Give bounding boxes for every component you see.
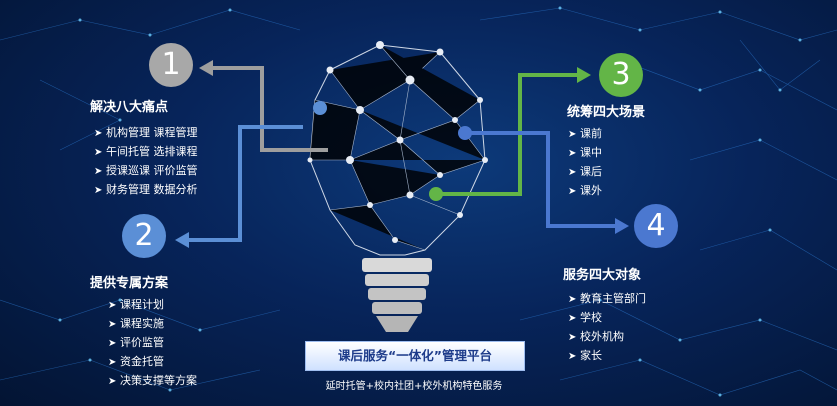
node-light-blue bbox=[313, 101, 327, 115]
chevron-right-icon: ➤ bbox=[94, 185, 103, 196]
list-item: ➤校外机构 bbox=[568, 327, 646, 346]
list-item: ➤午间托管 选排课程 bbox=[94, 142, 198, 161]
number-badge-4: 4 bbox=[634, 204, 678, 248]
section-title-scenarios: 统筹四大场景 bbox=[567, 105, 646, 120]
solutions-list: ➤课程计划 ➤课程实施 ➤评价监管 ➤资金托管 ➤决策支撑等方案 bbox=[108, 295, 197, 390]
list-item: ➤财务管理 数据分析 bbox=[94, 180, 198, 199]
chevron-right-icon: ➤ bbox=[568, 351, 577, 362]
list-item: ➤资金托管 bbox=[108, 352, 197, 371]
number-badge-3: 3 bbox=[599, 53, 643, 97]
connector-arrows bbox=[175, 60, 629, 248]
chevron-right-icon: ➤ bbox=[94, 128, 103, 139]
list-item: ➤课后 bbox=[568, 162, 602, 181]
section-title-pain-points: 解决八大痛点 bbox=[90, 100, 169, 115]
chevron-right-icon: ➤ bbox=[568, 332, 577, 343]
list-item: ➤课程实施 bbox=[108, 314, 197, 333]
pain-points-list: ➤机构管理 课程管理 ➤午间托管 选排课程 ➤授课巡课 评价监管 ➤财务管理 数… bbox=[94, 123, 198, 199]
chevron-right-icon: ➤ bbox=[94, 166, 103, 177]
chevron-right-icon: ➤ bbox=[108, 357, 117, 368]
section-title-audiences: 服务四大对象 bbox=[563, 268, 642, 283]
list-item: ➤评价监管 bbox=[108, 333, 197, 352]
list-item: ➤课外 bbox=[568, 181, 602, 200]
chevron-right-icon: ➤ bbox=[568, 186, 577, 197]
list-item: ➤机构管理 课程管理 bbox=[94, 123, 198, 142]
audiences-list: ➤教育主管部门 ➤学校 ➤校外机构 ➤家长 bbox=[568, 289, 646, 365]
chevron-right-icon: ➤ bbox=[108, 319, 117, 330]
list-item: ➤教育主管部门 bbox=[568, 289, 646, 308]
number-badge-1: 1 bbox=[149, 43, 193, 87]
chevron-right-icon: ➤ bbox=[108, 338, 117, 349]
number-badge-2: 2 bbox=[122, 214, 166, 258]
list-item: ➤授课巡课 评价监管 bbox=[94, 161, 198, 180]
chevron-right-icon: ➤ bbox=[568, 313, 577, 324]
platform-title-banner: 课后服务“一体化”管理平台 bbox=[305, 341, 525, 371]
chevron-right-icon: ➤ bbox=[94, 147, 103, 158]
platform-subtitle: 延时托管+校内社团+校外机构特色服务 bbox=[325, 381, 503, 392]
list-item: ➤家长 bbox=[568, 346, 646, 365]
list-item: ➤课前 bbox=[568, 124, 602, 143]
scenarios-list: ➤课前 ➤课中 ➤课后 ➤课外 bbox=[568, 124, 602, 200]
list-item: ➤课中 bbox=[568, 143, 602, 162]
node-green bbox=[429, 187, 443, 201]
node-blue bbox=[458, 126, 472, 140]
chevron-right-icon: ➤ bbox=[108, 376, 117, 387]
section-title-solutions: 提供专属方案 bbox=[90, 276, 169, 291]
list-item: ➤学校 bbox=[568, 308, 646, 327]
list-item: ➤决策支撑等方案 bbox=[108, 371, 197, 390]
chevron-right-icon: ➤ bbox=[568, 148, 577, 159]
chevron-right-icon: ➤ bbox=[568, 294, 577, 305]
chevron-right-icon: ➤ bbox=[108, 300, 117, 311]
chevron-right-icon: ➤ bbox=[568, 167, 577, 178]
chevron-right-icon: ➤ bbox=[568, 129, 577, 140]
lightbulb-icon bbox=[307, 41, 488, 332]
list-item: ➤课程计划 bbox=[108, 295, 197, 314]
